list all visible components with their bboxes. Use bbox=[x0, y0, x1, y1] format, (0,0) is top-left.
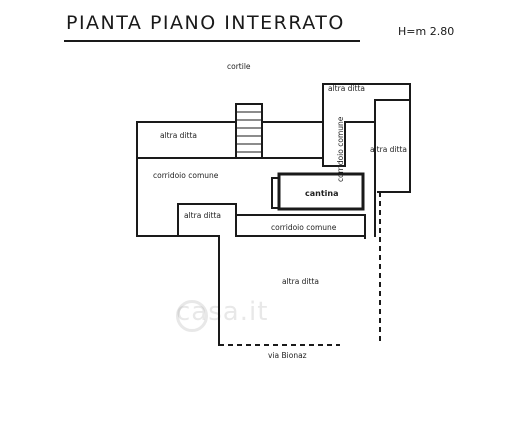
watermark-text: casa.it bbox=[176, 297, 269, 327]
label-cortile: cortile bbox=[227, 62, 251, 71]
label-corridoio-comune-left: corridoio comune bbox=[153, 171, 219, 180]
ceiling-height: H=m 2.80 bbox=[398, 25, 455, 38]
watermark-logo-icon bbox=[176, 300, 208, 332]
label-corridoio-comune-vertical: corridoio comune bbox=[336, 116, 345, 182]
label-via: via Bionaz bbox=[268, 351, 307, 360]
label-cantina: cantina bbox=[305, 189, 339, 198]
wall-inner bbox=[322, 121, 376, 237]
wall-corridor-top bbox=[136, 121, 324, 159]
wall-small-room bbox=[177, 203, 237, 237]
plan-title: PIANTA PIANO INTERRATO bbox=[66, 12, 345, 34]
label-altra-ditta-right: altra ditta bbox=[370, 145, 407, 154]
cantina-step bbox=[271, 177, 280, 209]
wall-right-outer bbox=[377, 99, 411, 193]
label-altra-ditta-left: altra ditta bbox=[160, 131, 197, 140]
cantina-room bbox=[277, 172, 365, 211]
label-corridoio-comune-bottom: corridoio comune bbox=[271, 223, 337, 232]
title-underline bbox=[64, 40, 360, 42]
label-altra-ditta-small: altra ditta bbox=[184, 211, 221, 220]
wall-left-bottom bbox=[136, 235, 220, 346]
label-altra-ditta-top-right: altra ditta bbox=[328, 84, 365, 93]
wall-corridor-bottom bbox=[235, 214, 366, 237]
label-altra-ditta-bottom: altra ditta bbox=[282, 277, 319, 286]
